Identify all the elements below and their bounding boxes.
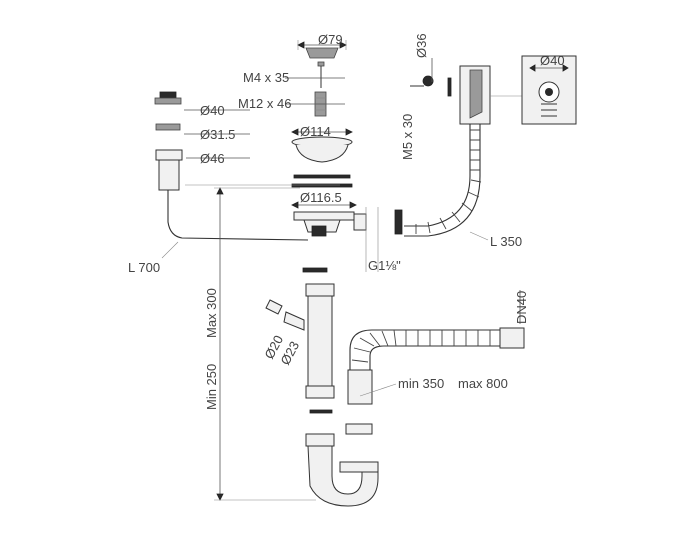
dia-40-cap-label: Ø40	[200, 103, 225, 118]
overflow-detail-box	[521, 55, 577, 125]
popup-knob	[154, 91, 340, 191]
max-800-label: max 800	[458, 376, 508, 391]
max-300-label: Max 300	[204, 288, 219, 338]
m4x35-label: M4 x 35	[243, 70, 289, 85]
dia-36-label: Ø36	[414, 33, 429, 58]
trap-assembly	[265, 267, 379, 507]
flexible-drain-hose	[347, 290, 525, 405]
m12x46-label: M12 x 46	[238, 96, 291, 111]
dia-31-5-label: Ø31.5	[200, 127, 235, 142]
strainer-basket	[297, 40, 347, 59]
dn40-label: DN40	[514, 291, 529, 324]
m12-threaded-rod	[285, 91, 345, 117]
min-350-label: min 350	[398, 376, 444, 391]
overflow-hose	[404, 124, 489, 241]
gasket-rings	[291, 174, 353, 188]
m5x30-label: M5 x 30	[400, 114, 415, 160]
height-dimension	[214, 187, 316, 501]
dia-40-box-label: Ø40	[540, 53, 565, 68]
g1-1-8-label: G1⅛"	[368, 258, 401, 273]
pull-cable	[167, 190, 309, 241]
m4-screw	[285, 61, 345, 88]
overflow-screw	[410, 58, 452, 97]
l-350-label: L 350	[490, 234, 522, 249]
dia-46-label: Ø46	[200, 151, 225, 166]
dia-114-label: Ø114	[300, 124, 331, 139]
l-700-label: L 700	[128, 260, 160, 275]
dia-116-5-label: Ø116.5	[300, 190, 342, 205]
dia-79-label: Ø79	[318, 32, 343, 47]
strainer-body-114	[291, 128, 353, 163]
min-250-label: Min 250	[204, 364, 219, 410]
drain-body-116-5	[291, 201, 403, 272]
overflow-housing	[459, 65, 522, 125]
